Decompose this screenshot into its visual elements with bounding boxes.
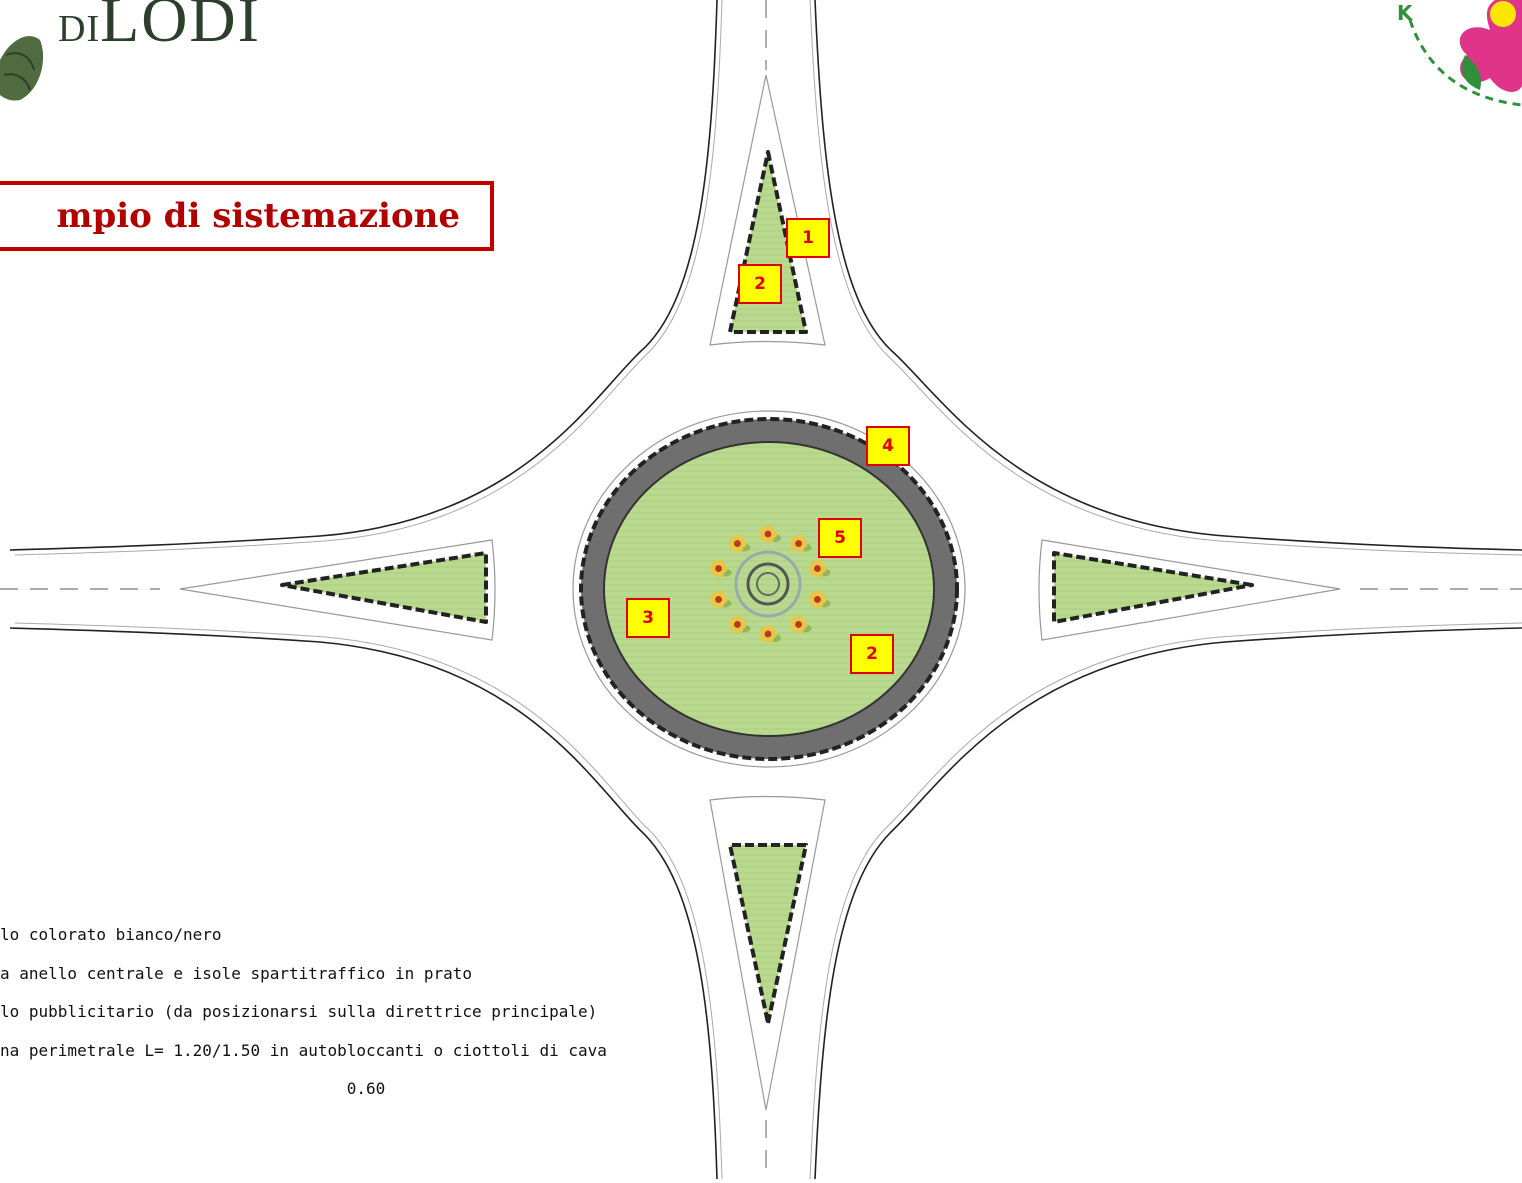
logo-text: DILODI [58,0,261,52]
flower-icon [729,534,751,553]
flower-icon [710,590,732,609]
center-ornament [734,550,802,618]
marker-2-top: 2 [738,264,782,304]
flower-icon [790,615,812,634]
badge-icon: K [1397,0,1522,107]
legend-item: lo colorato bianco/nero [0,925,222,944]
splitter-outer-outlines [179,74,1341,1111]
road-edges [9,0,1522,1180]
flower-icon [759,625,781,643]
legend-item: a anello centrale e isole spartitraffico… [0,963,473,983]
flower-icon [710,559,732,578]
marker-2-center: 2 [850,634,894,674]
marker-5: 5 [818,518,862,558]
logo-text-big: LODI [100,0,261,55]
flower-icon [809,559,831,578]
flower-ring [710,525,831,643]
flower-icon [790,534,812,553]
flower-icon [759,525,781,543]
title-box: mpio di sistemazione [0,181,494,251]
page-title: mpio di sistemazione [56,196,460,236]
marker-1: 1 [786,218,830,258]
flower-icon [729,615,751,634]
splitter-islands [280,150,1254,1025]
emblem-icon [0,36,44,101]
logo-text-small: DI [58,8,101,50]
legend-item: lo pubblicitario (da posizionarsi sulla … [0,1002,598,1021]
road-edges-inner [14,0,1522,1180]
svg-text:K: K [1397,1,1414,25]
marker-3: 3 [626,598,670,638]
marker-4: 4 [866,426,910,466]
flower-icon [809,590,831,609]
legend-item: na perimetrale L= 1.20/1.50 in autoblocc… [0,1040,607,1060]
legend: lo colorato bianco/nero a anello central… [0,925,700,1118]
legend-item: 0.60 [0,1079,386,1098]
